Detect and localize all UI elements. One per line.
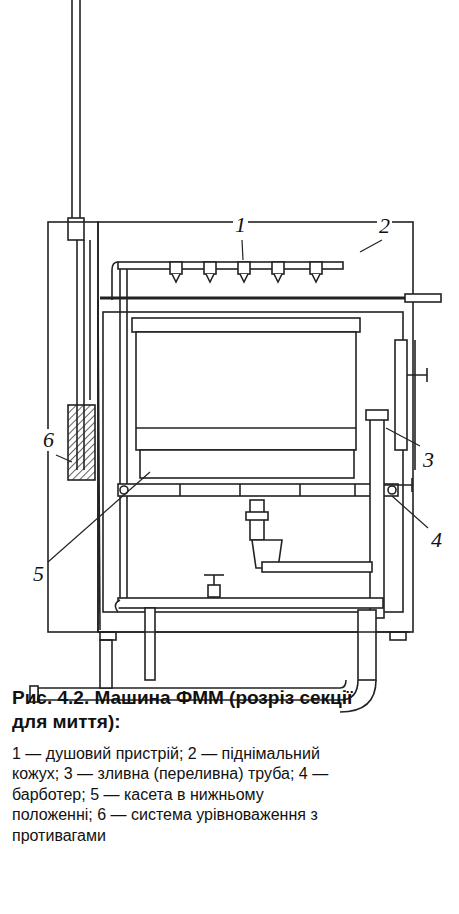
key-entry: 1 — душовий пристрій; <box>12 745 183 762</box>
overflow-pipe <box>366 340 427 618</box>
housing <box>48 222 413 632</box>
frame <box>98 632 410 640</box>
callout-number: 4 <box>429 529 444 551</box>
callout-number: 2 <box>377 215 392 237</box>
key-entry: 3 — зливна (переливна) труба; <box>64 765 295 782</box>
callout-number: 3 <box>421 449 436 471</box>
leader-lines <box>48 240 428 562</box>
bubbler <box>118 484 398 496</box>
pump <box>246 500 372 572</box>
counterweight <box>68 405 95 480</box>
valve <box>204 575 224 598</box>
callout-number: 1 <box>233 214 248 236</box>
cassette <box>132 318 360 478</box>
guide-rods <box>68 0 90 470</box>
key-list: 1 — душовий пристрій; 2 — піднімальний к… <box>12 744 332 846</box>
callout-number: 6 <box>41 429 56 451</box>
tank <box>103 312 403 612</box>
figure-caption: Рис. 4.2. Машина ФММ (розріз секції для … <box>12 686 362 734</box>
callout-number: 5 <box>31 563 46 585</box>
